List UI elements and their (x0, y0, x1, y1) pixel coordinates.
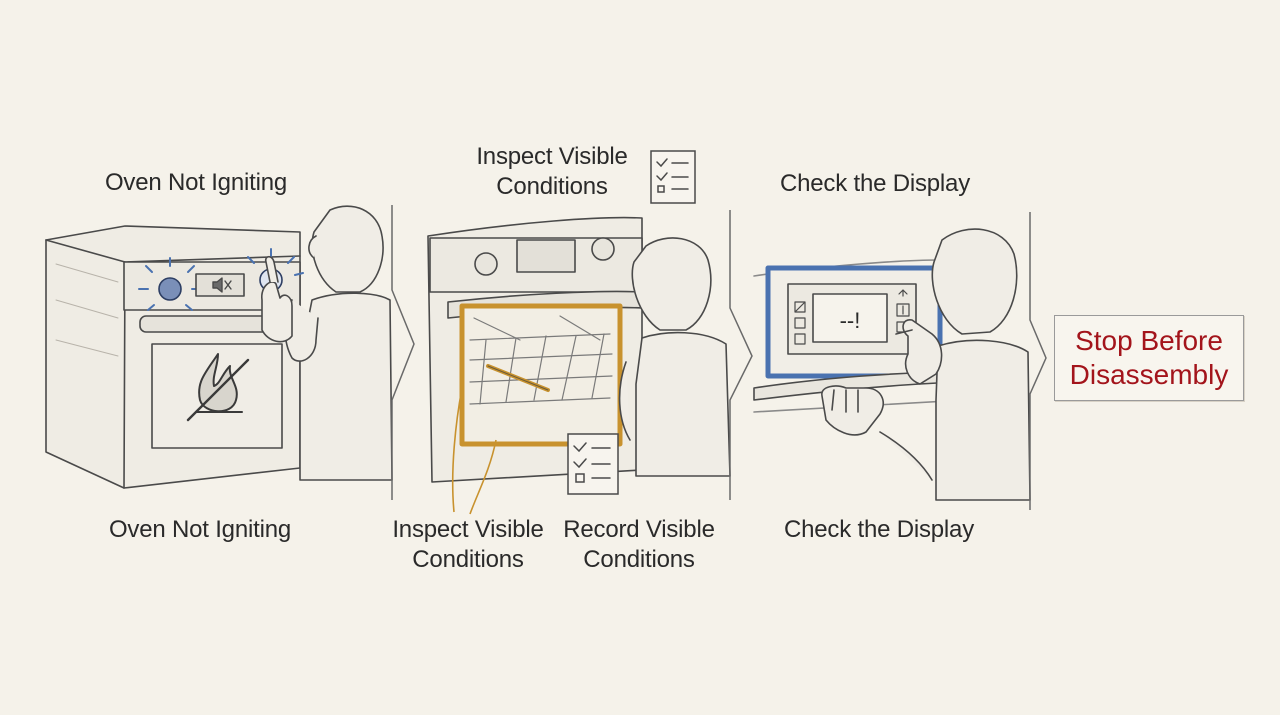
checklist-icon-2 (567, 433, 619, 495)
glow-lines-right (247, 248, 304, 276)
step-3-top-label: Check the Display (779, 170, 971, 197)
person-panel-2 (618, 237, 731, 477)
oven-window-highlight (459, 303, 623, 447)
step-2-top-label-line1: Inspect Visible (476, 143, 628, 170)
step-2-bottom-left-label-line1: Inspect Visible (392, 516, 544, 543)
error-display-icon: --! (840, 308, 861, 333)
step-2-top-label-line2: Conditions (496, 173, 608, 200)
person-panel-3 (879, 228, 1031, 501)
checklist-icon (650, 150, 696, 204)
step-1-bottom-label: Oven Not Igniting (108, 516, 292, 543)
panel-oven-not-igniting (45, 225, 304, 489)
callout-line (451, 387, 497, 515)
step-3-bottom-label: Check the Display (783, 516, 975, 543)
speaker-muted-icon (212, 277, 232, 293)
display-readout: --! (840, 308, 861, 333)
step-2-bottom-right-label: Record Visible Conditions (554, 515, 724, 575)
divider-1 (391, 205, 415, 500)
step-2-top-label: Inspect Visible Conditions (452, 142, 652, 202)
stop-before-disassembly-box: Stop Before Disassembly (1054, 315, 1244, 401)
divider-3 (1029, 212, 1047, 510)
stop-label-line2: Disassembly (1069, 359, 1229, 390)
step-2-bottom-right-label-line1: Record Visible (563, 516, 715, 543)
divider-2 (729, 210, 753, 500)
step-2-bottom-left-label-line2: Conditions (412, 546, 524, 573)
person-panel-1 (261, 205, 393, 481)
step-2-bottom-right-label-line2: Conditions (583, 546, 695, 573)
step-1-top-label: Oven Not Igniting (104, 169, 288, 196)
flame-crossed-icon (186, 353, 250, 422)
left-knob (158, 277, 182, 301)
step-2-bottom-left-label: Inspect Visible Conditions (380, 515, 556, 575)
panel-inspect (427, 216, 643, 483)
stop-label-line1: Stop Before (1075, 325, 1223, 356)
